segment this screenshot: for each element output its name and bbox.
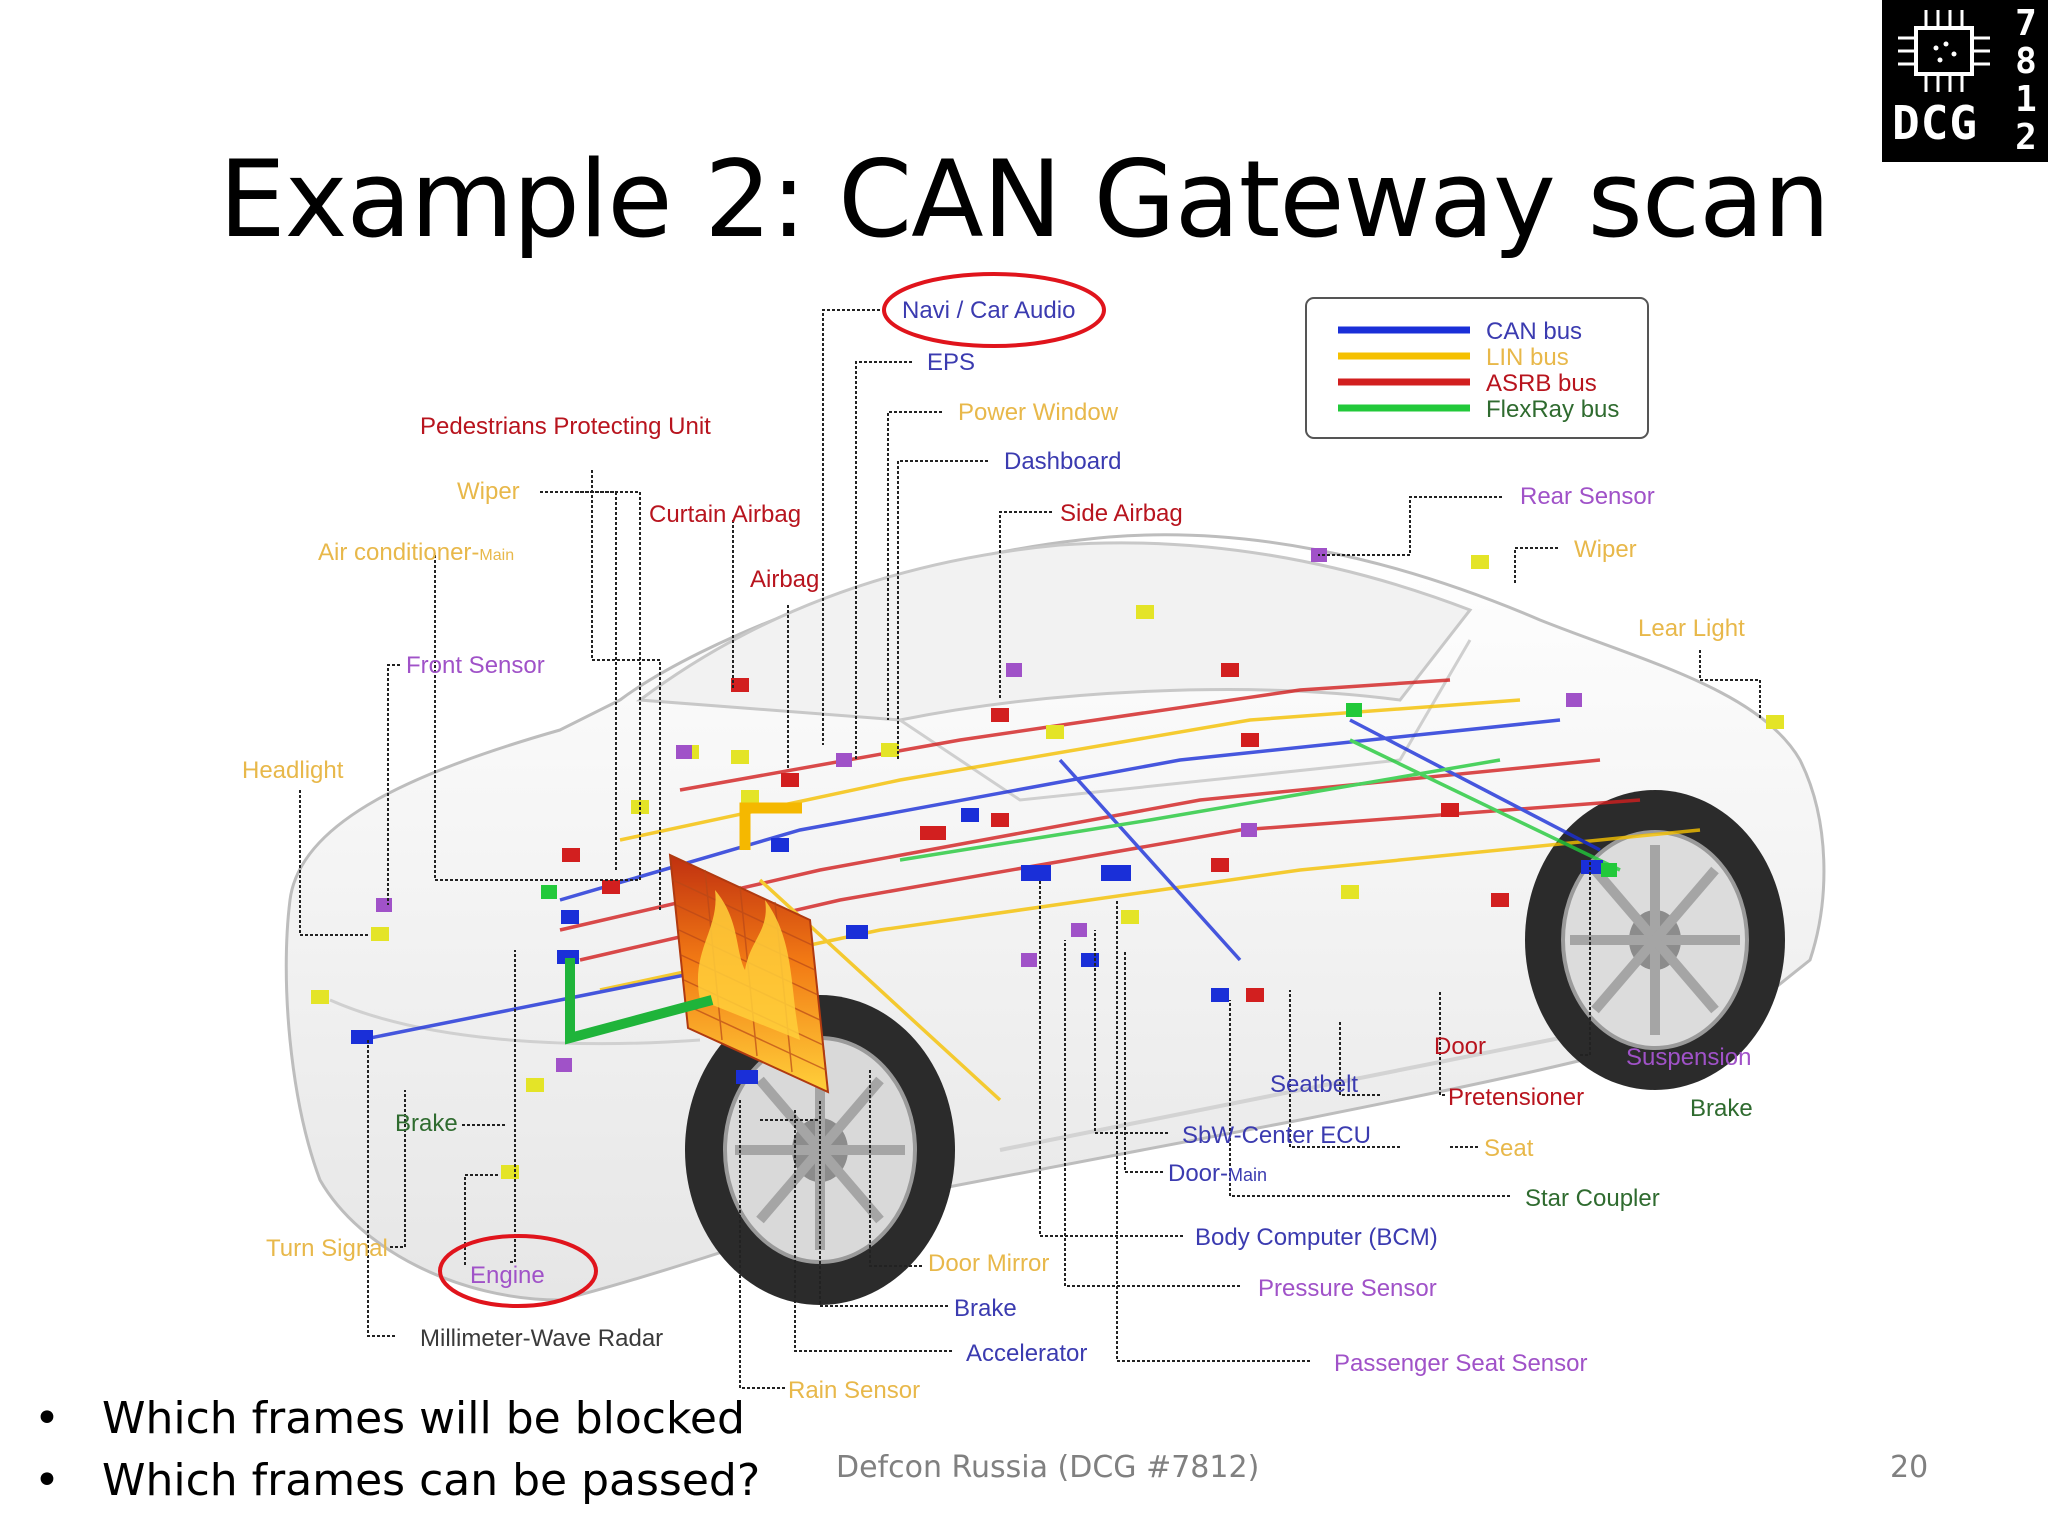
label-star-coupler: Star Coupler: [1525, 1185, 1660, 1212]
component-labels: Navi / Car Audio EPS Power Window Dashbo…: [242, 297, 1753, 1404]
label-wiper-front: Wiper: [457, 478, 520, 505]
highlight-ring-engine: [438, 1234, 598, 1308]
label-pedestrians: Pedestrians Protecting Unit: [420, 413, 711, 440]
bullet-list: •Which frames will be blocked •Which fra…: [34, 1388, 760, 1512]
label-door-mirror: Door Mirror: [928, 1250, 1049, 1277]
logo-digit: 8: [2015, 41, 2037, 82]
logo-digit: 1: [2015, 79, 2037, 120]
bullet-item: •Which frames will be blocked: [34, 1393, 745, 1444]
label-accelerator: Accelerator: [966, 1340, 1087, 1367]
label-power-window: Power Window: [958, 399, 1119, 426]
legend-label: LIN bus: [1486, 344, 1569, 371]
highlight-ring-navi: [882, 272, 1106, 348]
label-eps: EPS: [927, 349, 975, 376]
bullet-text: Which frames will be blocked: [102, 1393, 745, 1444]
legend-label: FlexRay bus: [1486, 396, 1619, 423]
label-radar: Millimeter-Wave Radar: [420, 1325, 663, 1352]
label-brake-front: Brake: [395, 1110, 458, 1137]
bullet-item: •Which frames can be passed?: [34, 1455, 761, 1506]
logo-digit: 2: [2015, 117, 2037, 158]
label-dashboard: Dashboard: [1004, 448, 1121, 475]
label-bcm: Body Computer (BCM): [1195, 1224, 1438, 1251]
label-airbag: Airbag: [750, 566, 819, 593]
label-seatbelt: Seatbelt: [1270, 1071, 1358, 1098]
label-suspension: Suspension: [1626, 1044, 1751, 1071]
label-rear-light: Lear Light: [1638, 615, 1745, 642]
lin-highlight: [739, 802, 802, 850]
label-rain-sensor: Rain Sensor: [788, 1377, 920, 1404]
slide-title: Example 2: CAN Gateway scan: [218, 138, 1831, 261]
footer-text: Defcon Russia (DCG #7812): [836, 1450, 1260, 1485]
label-pretensioner: Pretensioner: [1448, 1084, 1584, 1111]
legend-label: ASRB bus: [1486, 370, 1597, 397]
chip-icon: [1898, 10, 1990, 92]
leader-lines: [299, 309, 1761, 1389]
label-rear-sensor: Rear Sensor: [1520, 483, 1655, 510]
dcg-logo: DCG 7 8 1 2: [1882, 0, 2048, 162]
label-door-main: Door-Main: [1168, 1160, 1267, 1187]
bullet-text: Which frames can be passed?: [102, 1455, 761, 1506]
label-door: Door: [1434, 1033, 1486, 1060]
label-sbw: SbW-Center ECU: [1182, 1122, 1371, 1149]
legend-label: CAN bus: [1486, 318, 1582, 345]
label-turn-signal: Turn Signal: [266, 1235, 388, 1262]
logo-digit: 7: [2015, 3, 2037, 44]
label-seat: Seat: [1484, 1135, 1534, 1162]
flexray-highlight: [565, 958, 714, 1045]
label-air-conditioner: Air conditioner-Main: [318, 539, 514, 566]
firewall-gateway-icon: [668, 853, 830, 1094]
label-headlight: Headlight: [242, 757, 344, 784]
label-engine: Engine: [470, 1262, 545, 1289]
page-number: 20: [1890, 1450, 1929, 1485]
label-pressure-sensor: Pressure Sensor: [1258, 1275, 1437, 1302]
label-brake-bottom: Brake: [954, 1295, 1017, 1322]
logo-text: DCG: [1892, 96, 1979, 150]
bus-legend: CAN bus LIN bus ASRB bus FlexRay bus: [1305, 297, 1649, 439]
car-body: [284, 533, 1826, 1302]
label-brake-rear: Brake: [1690, 1095, 1753, 1122]
label-curtain-airbag: Curtain Airbag: [649, 501, 801, 528]
label-wiper-rear: Wiper: [1574, 536, 1637, 563]
label-passenger-seat: Passenger Seat Sensor: [1334, 1350, 1588, 1377]
label-front-sensor: Front Sensor: [406, 652, 545, 679]
label-navi: Navi / Car Audio: [902, 297, 1075, 324]
label-side-airbag: Side Airbag: [1060, 500, 1183, 527]
ecu-nodes: [311, 548, 1784, 1179]
